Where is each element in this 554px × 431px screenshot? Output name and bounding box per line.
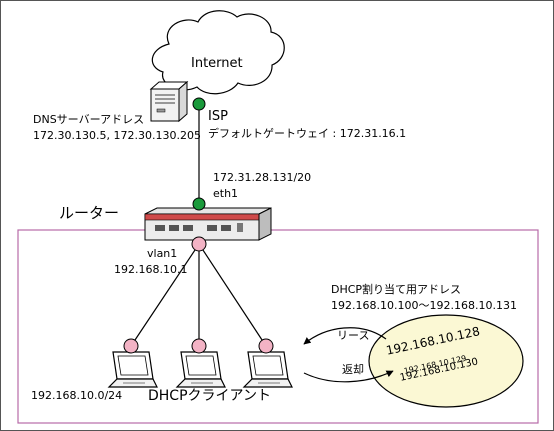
eth1-port — [192, 197, 206, 211]
internet-label: Internet — [191, 56, 243, 71]
return-label: 返却 — [342, 363, 364, 376]
isp-label: ISP — [208, 109, 228, 124]
router-icon — [144, 207, 272, 241]
lan-link-3 — [198, 243, 267, 347]
dhcp-pool — [368, 314, 524, 408]
lease-label: リース — [337, 329, 370, 342]
vlan1-port — [191, 236, 207, 252]
lease-arrow — [303, 327, 387, 345]
dhcp-clients-label: DHCPクライアント — [148, 388, 271, 404]
eth1-label: eth1 — [213, 187, 239, 200]
cloud-icon — [151, 10, 285, 95]
dhcp-pool-title: DHCP割り当て用アドレス — [331, 283, 462, 296]
default-gateway-label: デフォルトゲートウェイ : 172.31.16.1 — [208, 127, 407, 140]
subnet-label: 192.168.10.0/24 — [31, 389, 123, 402]
laptop-icon — [175, 338, 226, 388]
dhcp-pool-range: 192.168.10.100～192.168.10.131 — [331, 299, 517, 312]
vlan1-label: vlan1 — [147, 247, 178, 260]
laptop-icon — [242, 338, 293, 388]
lan-boundary — [17, 229, 539, 424]
lan-link-1 — [130, 243, 200, 347]
return-arrow — [303, 370, 394, 383]
router-label: ルーター — [59, 204, 120, 222]
vlan-ip-label: 192.168.10.1 — [114, 263, 188, 276]
laptop-icon — [107, 338, 158, 388]
dns-title: DNSサーバーアドレス — [33, 113, 145, 126]
isp-port — [192, 97, 206, 111]
server-icon — [149, 80, 189, 123]
dns-addresses: 172.30.130.5, 172.30.130.205 — [33, 129, 201, 142]
wan-ip-label: 172.31.28.131/20 — [213, 171, 312, 184]
